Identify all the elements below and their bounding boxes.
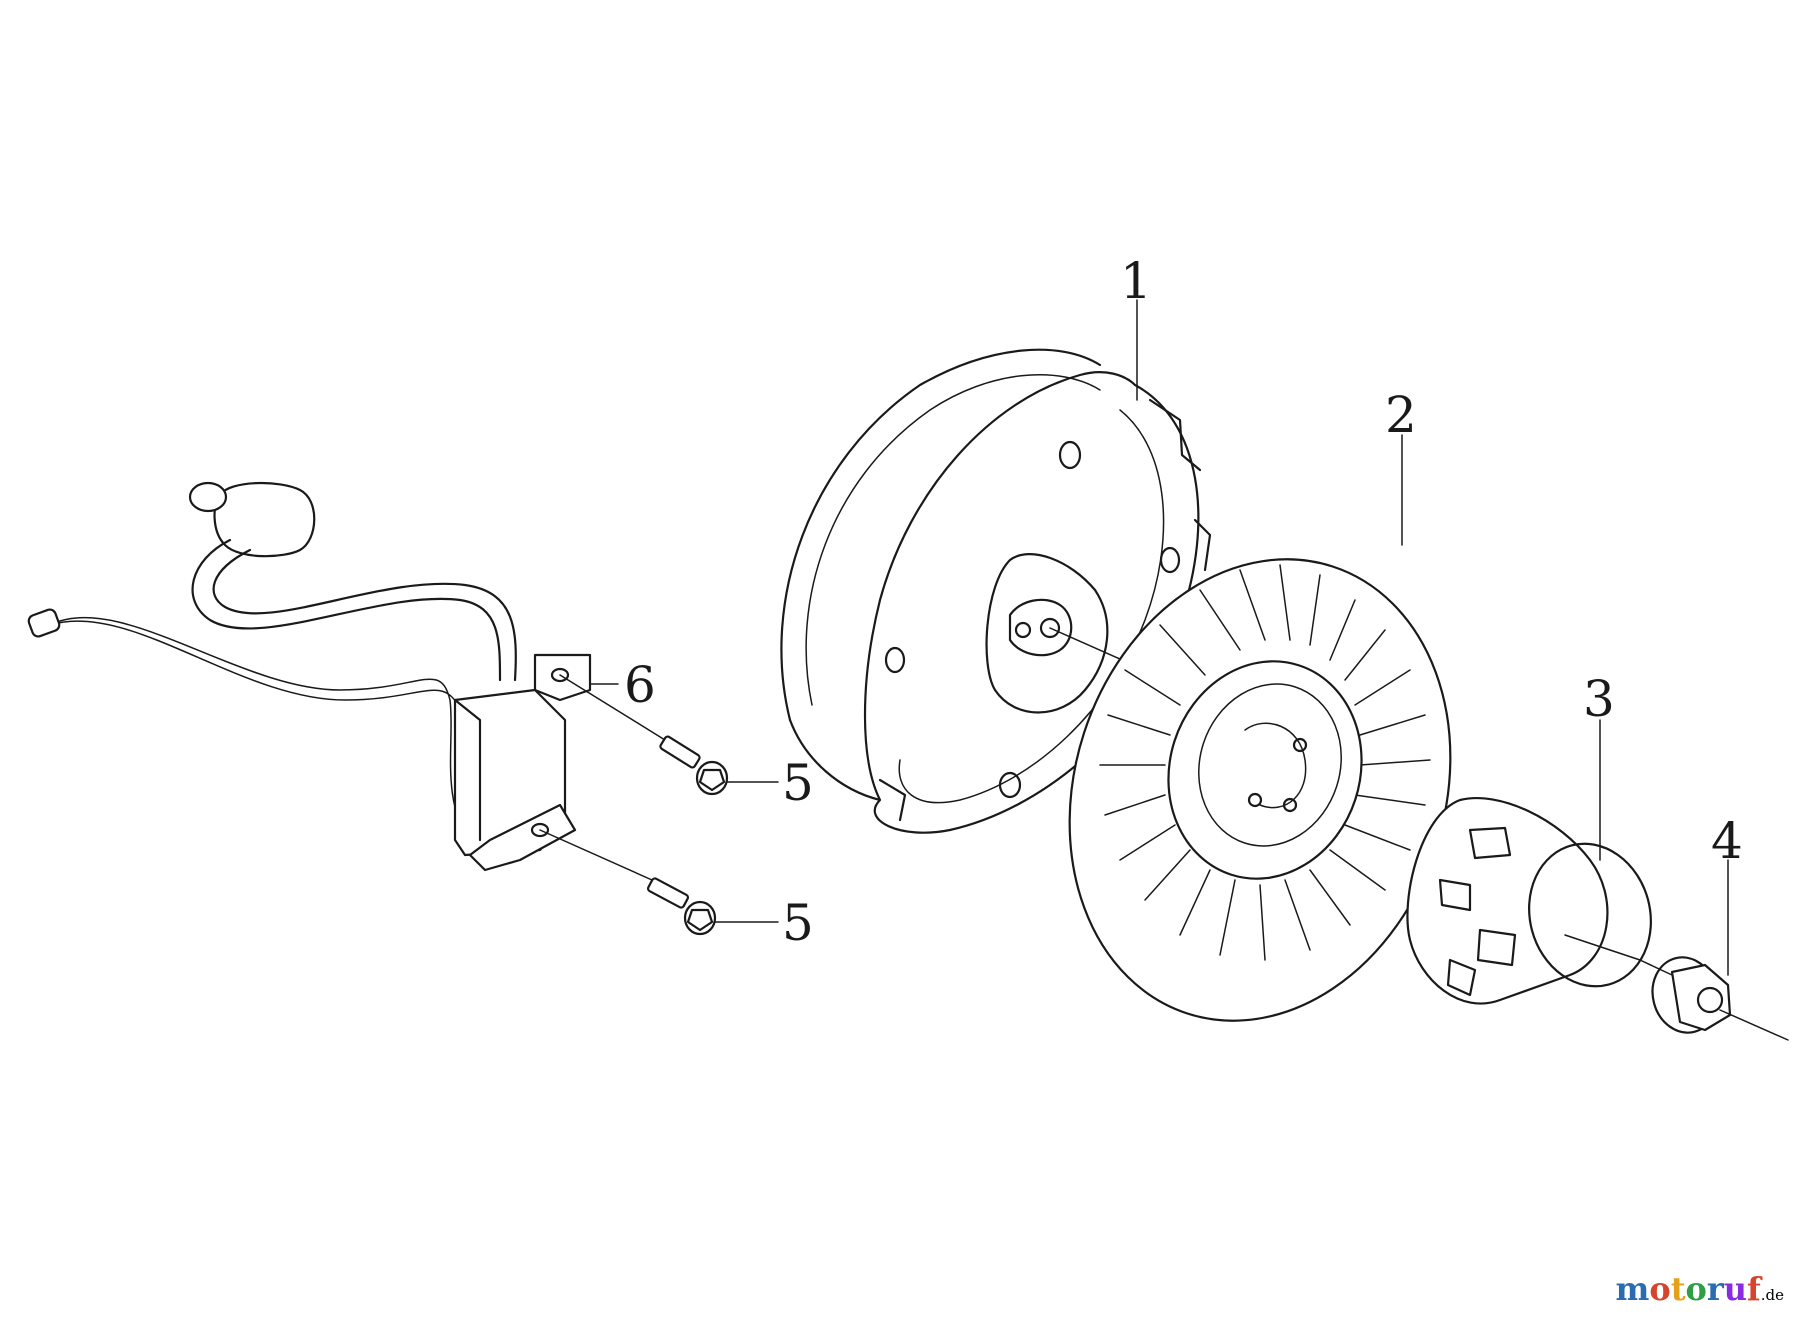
- callout-3: 3: [1583, 670, 1615, 728]
- bolt-upper-part: [559, 674, 779, 796]
- watermark-letter: r: [1706, 1270, 1724, 1308]
- callout-5-upper: 5: [782, 754, 814, 812]
- watermark-name: motoruf: [1616, 1270, 1761, 1308]
- watermark-letter: t: [1670, 1270, 1686, 1308]
- callout-5-lower: 5: [782, 894, 814, 952]
- callout-4: 4: [1711, 812, 1743, 870]
- watermark-letter: o: [1685, 1270, 1707, 1308]
- bolt-lower-part: [539, 829, 779, 936]
- watermark-letter: u: [1723, 1270, 1747, 1308]
- watermark-letter: f: [1746, 1270, 1761, 1308]
- callout-2: 2: [1385, 386, 1417, 444]
- starter-cup-part: [1406, 797, 1652, 1005]
- watermark-tld: .de: [1760, 1286, 1784, 1304]
- flange-nut-part: [1639, 956, 1789, 1041]
- ignition-coil-part: [27, 481, 619, 872]
- motoruf-watermark: motoruf.de: [1616, 1270, 1784, 1308]
- callout-6: 6: [624, 656, 656, 714]
- callout-leaders: [1136, 299, 1729, 976]
- watermark-letter: o: [1649, 1270, 1671, 1308]
- callout-1: 1: [1120, 252, 1152, 310]
- watermark-letter: m: [1615, 1270, 1650, 1308]
